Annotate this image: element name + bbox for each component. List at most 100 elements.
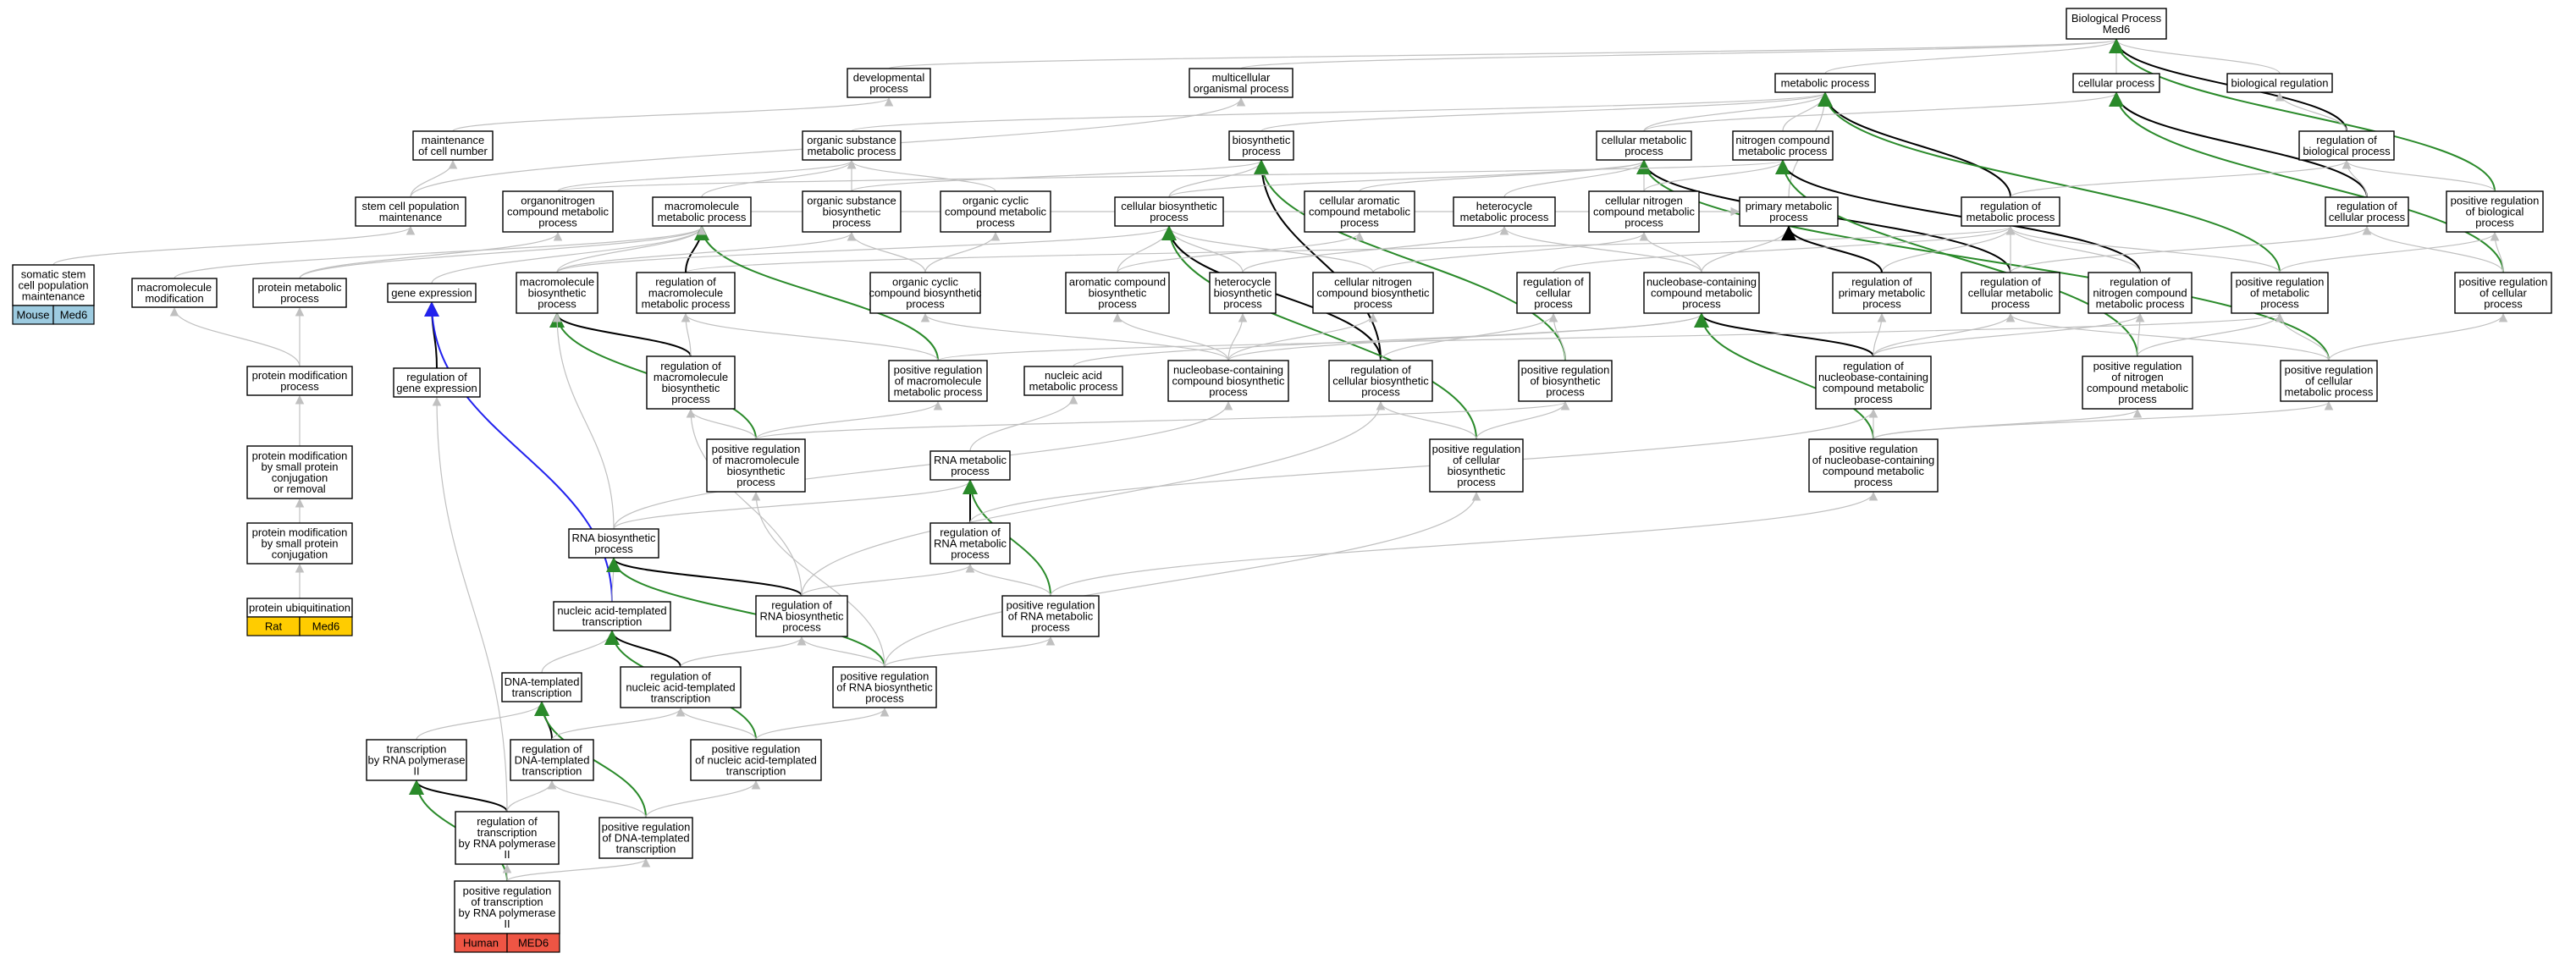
term-label-line: gene expression xyxy=(396,382,477,394)
edge-regulates-regrnabp-to-rnabp xyxy=(606,557,803,597)
go-term-node-met[interactable]: metabolic process xyxy=(1774,73,1876,93)
term-label-line: process xyxy=(869,82,908,95)
term-label-line: metabolic process xyxy=(808,145,896,157)
edge-is-a-acbp-to-cacmp xyxy=(1117,231,1365,273)
edge-is-a-rnabp-to-mbp xyxy=(552,312,615,530)
go-term-node-bioreg[interactable]: biological regulation xyxy=(2226,73,2333,93)
term-label-line: compound metabolic xyxy=(1593,206,1695,218)
term-label-line: regulation of xyxy=(1523,276,1584,289)
edge-is-a-regcellbp-to-regcbp xyxy=(1380,312,1558,361)
edge-is-a-posmbp-to-regmbp xyxy=(686,408,757,440)
term-box xyxy=(1961,196,2060,227)
go-term-node-regnbmp[interactable]: regulation ofnucleobase-containingcompou… xyxy=(1815,355,1932,410)
term-label-line: positive regulation xyxy=(712,743,801,756)
term-box xyxy=(1518,360,1613,402)
term-label-line: process xyxy=(1624,145,1663,157)
edge-is-a-rnabp-to-rnamp xyxy=(613,479,975,530)
term-label-line: compound metabolic xyxy=(2087,382,2188,394)
gene-badge-cell xyxy=(299,616,353,636)
go-term-node-gexp[interactable]: gene expression xyxy=(387,283,477,303)
term-box xyxy=(1023,366,1123,396)
term-label-line: process xyxy=(280,380,319,393)
go-term-node-cellp[interactable]: cellular process xyxy=(2072,73,2160,93)
term-label-line: maintenance xyxy=(22,290,85,303)
term-label-line: positive regulation xyxy=(602,821,691,834)
term-box xyxy=(2226,73,2333,93)
edge-is-a-mbp-to-cbp xyxy=(556,225,1174,273)
term-label-line: macromolecule xyxy=(137,281,212,294)
go-term-node-regmbp[interactable]: regulation ofmacromoleculebiosyntheticpr… xyxy=(646,355,736,410)
term-label-line: heterocycle xyxy=(1476,200,1532,212)
term-label-line: cellular aromatic xyxy=(1320,195,1400,207)
